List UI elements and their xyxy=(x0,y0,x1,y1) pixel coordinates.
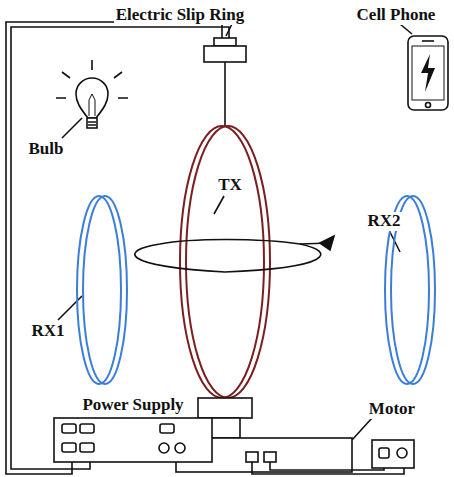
rotation-arrow xyxy=(300,243,330,244)
cell-phone xyxy=(408,36,448,110)
bulb xyxy=(56,60,128,128)
leader-line xyxy=(214,196,224,214)
rx1-coil xyxy=(77,196,127,384)
part-label: TX xyxy=(216,176,244,195)
part-label: Electric Slip Ring xyxy=(114,6,246,25)
part-label: Motor xyxy=(367,400,417,419)
shaft xyxy=(224,62,226,126)
slip-ring-cap xyxy=(214,38,236,46)
wire xyxy=(6,22,222,474)
rotation-arrow xyxy=(135,240,321,273)
part-label: Bulb xyxy=(27,140,66,159)
wire xyxy=(11,27,229,469)
tx-coil xyxy=(180,126,270,398)
leader-line xyxy=(352,418,372,440)
leader-line xyxy=(62,118,82,138)
part-label: Cell Phone xyxy=(355,6,438,25)
slip-ring-body xyxy=(204,46,246,62)
leader-line xyxy=(226,24,232,36)
leader-line xyxy=(400,24,412,34)
power-supply xyxy=(54,418,212,462)
part-label: Power Supply xyxy=(80,396,185,415)
part-label: RX2 xyxy=(365,212,402,231)
part-label: RX1 xyxy=(29,322,66,341)
